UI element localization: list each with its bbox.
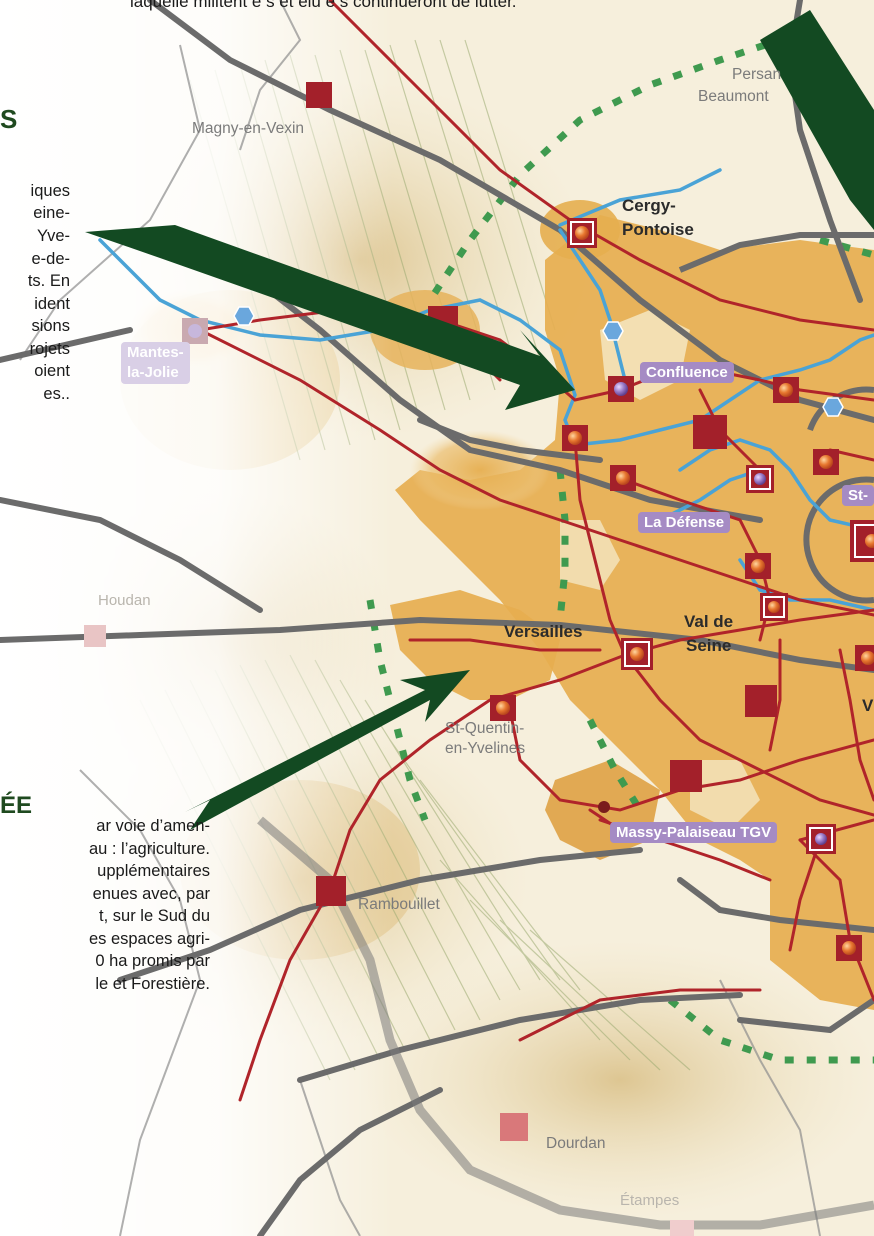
label-mantes-line2: la-Jolie [127, 364, 179, 381]
label-st: St- [842, 485, 874, 506]
station-val-de-seine[interactable] [760, 593, 788, 621]
section-1-line: sions [31, 317, 70, 335]
arrow-confluence [85, 225, 575, 410]
label-confluence: Confluence [640, 362, 734, 383]
label-mantes-line1: Mantes- [127, 344, 184, 361]
port-hexagons [233, 306, 844, 417]
section-1-line: Yve- [36, 227, 70, 245]
section-2-line: enues avec, par [92, 885, 210, 903]
label-la-defense: La Défense [638, 512, 731, 533]
label-rambouillet: Rambouillet [358, 896, 440, 913]
label-en-yvelines: en-Yvelines [445, 740, 526, 757]
section-heading-2: ÉE [0, 792, 33, 819]
section-2-line: au : l’agriculture. [88, 840, 210, 858]
station-st-denis-hub[interactable] [850, 520, 874, 562]
label-persan: Persan [732, 66, 782, 83]
station-la-defense-hub[interactable] [746, 465, 774, 493]
massy-tgv-dot [598, 801, 610, 813]
label-seine: Seine [686, 636, 732, 655]
section-1-line: e-de- [31, 250, 70, 268]
section-2-line: es espaces agri- [88, 930, 210, 948]
label-cergy: Cergy- [622, 196, 676, 215]
section-1-line: rojets [29, 340, 70, 358]
label-pontoise: Pontoise [622, 220, 694, 239]
label-val-de: Val de [684, 612, 734, 631]
label-dourdan: Dourdan [546, 1135, 606, 1152]
section-2-line: le et Forestière. [95, 975, 210, 993]
label-massy-palaiseau-tgv: Massy-Palaiseau TGV [610, 822, 778, 843]
rivers [98, 168, 874, 612]
label-v: V [862, 696, 874, 715]
section-2-line: ar voie d’amen- [96, 817, 210, 835]
label-mantes-la-jolie: Mantes- la-Jolie [121, 342, 190, 384]
section-1-line: oient [34, 362, 70, 380]
section-heading-1: S [0, 104, 18, 134]
section-2-line: 0 ha promis par [95, 952, 210, 970]
section-1-line: ident [34, 295, 70, 313]
label-versailles: Versailles [504, 622, 583, 641]
top-caption: laquelle militent e s et élu e s continu… [130, 0, 517, 11]
small-stations[interactable] [182, 318, 874, 961]
section-2-line: t, sur le Sud du [99, 907, 210, 925]
section-1-line: es.. [43, 385, 70, 403]
station-massy-hub[interactable] [806, 824, 836, 854]
green-belt [366, 41, 874, 1064]
label-st-quentin: St-Quentin- [445, 720, 525, 737]
arrows [85, 10, 874, 830]
label-houdan: Houdan [98, 592, 151, 609]
label-magny-en-vexin: Magny-en-Vexin [192, 120, 305, 137]
section-2-line: upplémentaires [97, 862, 210, 880]
section-1-line: iques [30, 182, 70, 200]
label-etampes: Étampes [620, 1192, 680, 1209]
station-versailles[interactable] [621, 638, 653, 670]
arrow-top-right [760, 10, 874, 230]
section-1-line: eine- [33, 204, 70, 222]
arrow-versailles [185, 670, 470, 830]
label-beaumont: Beaumont [698, 88, 769, 105]
section-1-line: ts. En [27, 272, 70, 290]
outer-ring [257, 816, 874, 1230]
station-cergy-pontoise[interactable] [567, 218, 597, 248]
